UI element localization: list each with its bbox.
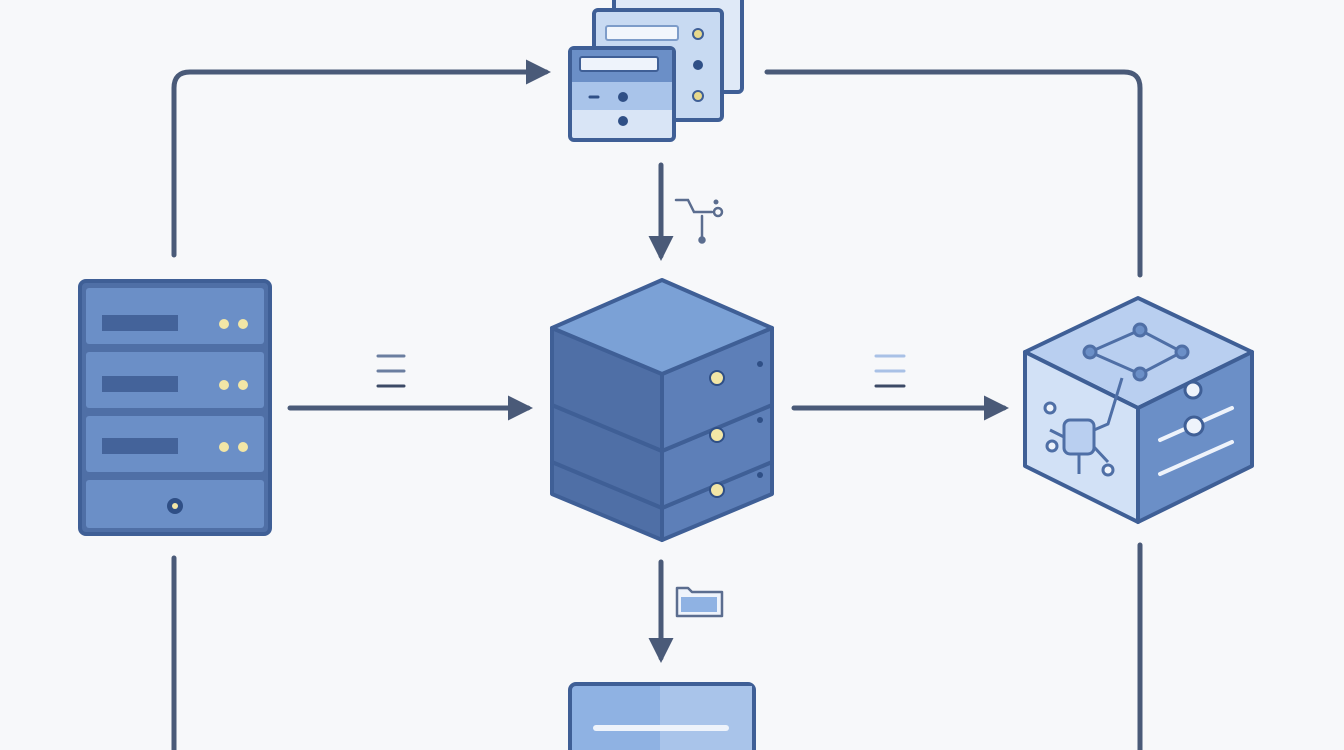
stacked-windows-icon [568, 0, 744, 142]
edge-top-loop-to-windows [171, 59, 551, 258]
database-stack-icon [550, 278, 774, 542]
folder-icon [675, 586, 724, 618]
connectors [171, 59, 1143, 750]
list-lines-icon [376, 354, 406, 388]
panel-icon [568, 682, 756, 750]
server-rack-icon [78, 279, 272, 536]
rack-unit [86, 352, 264, 408]
rack-unit [86, 416, 264, 472]
network-cube-icon [1023, 296, 1254, 524]
rack-unit [86, 480, 264, 528]
list-lines-icon [874, 354, 906, 388]
edge-windows-to-cube [764, 69, 1143, 278]
pipeline-icon [674, 198, 724, 244]
rack-unit [86, 288, 264, 344]
